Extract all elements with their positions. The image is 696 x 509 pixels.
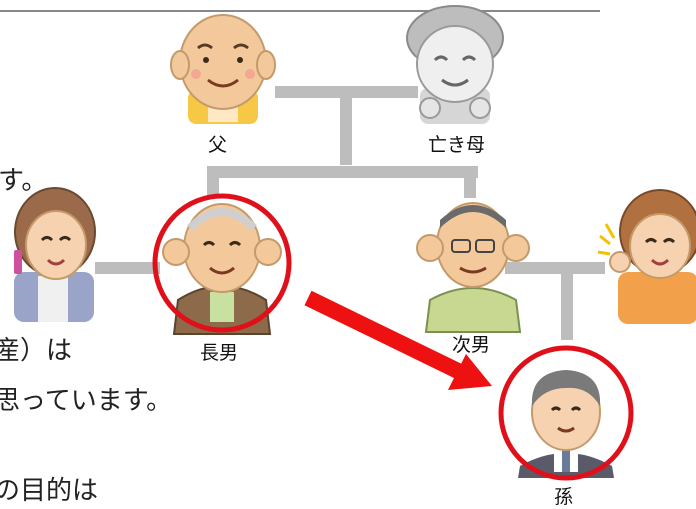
label-eldest-son: 長男 xyxy=(200,342,239,364)
label-grandson: 孫 xyxy=(554,486,574,508)
text-fragment-2: 産）は xyxy=(0,336,73,366)
eldest-son-highlight-ring xyxy=(152,193,292,333)
label-late-mother: 亡き母 xyxy=(428,134,486,156)
inheritance-arrow xyxy=(304,290,492,390)
label-father: 父 xyxy=(208,134,228,156)
second-son-figure xyxy=(416,202,530,333)
text-fragment-3: 思っています。 xyxy=(0,386,173,416)
eldest-son-figure xyxy=(162,203,282,335)
text-fragment-4: の目的は xyxy=(0,476,99,506)
second-son-wife-figure xyxy=(597,189,696,324)
tree-connectors xyxy=(95,86,605,340)
grandson-figure xyxy=(518,370,614,478)
father-figure xyxy=(170,14,276,124)
eldest-son-wife-figure xyxy=(14,187,96,322)
grandson-highlight-ring xyxy=(498,345,634,481)
late-mother-figure xyxy=(406,5,504,124)
top-frame-line xyxy=(0,0,600,12)
label-second-son: 次男 xyxy=(452,334,491,356)
